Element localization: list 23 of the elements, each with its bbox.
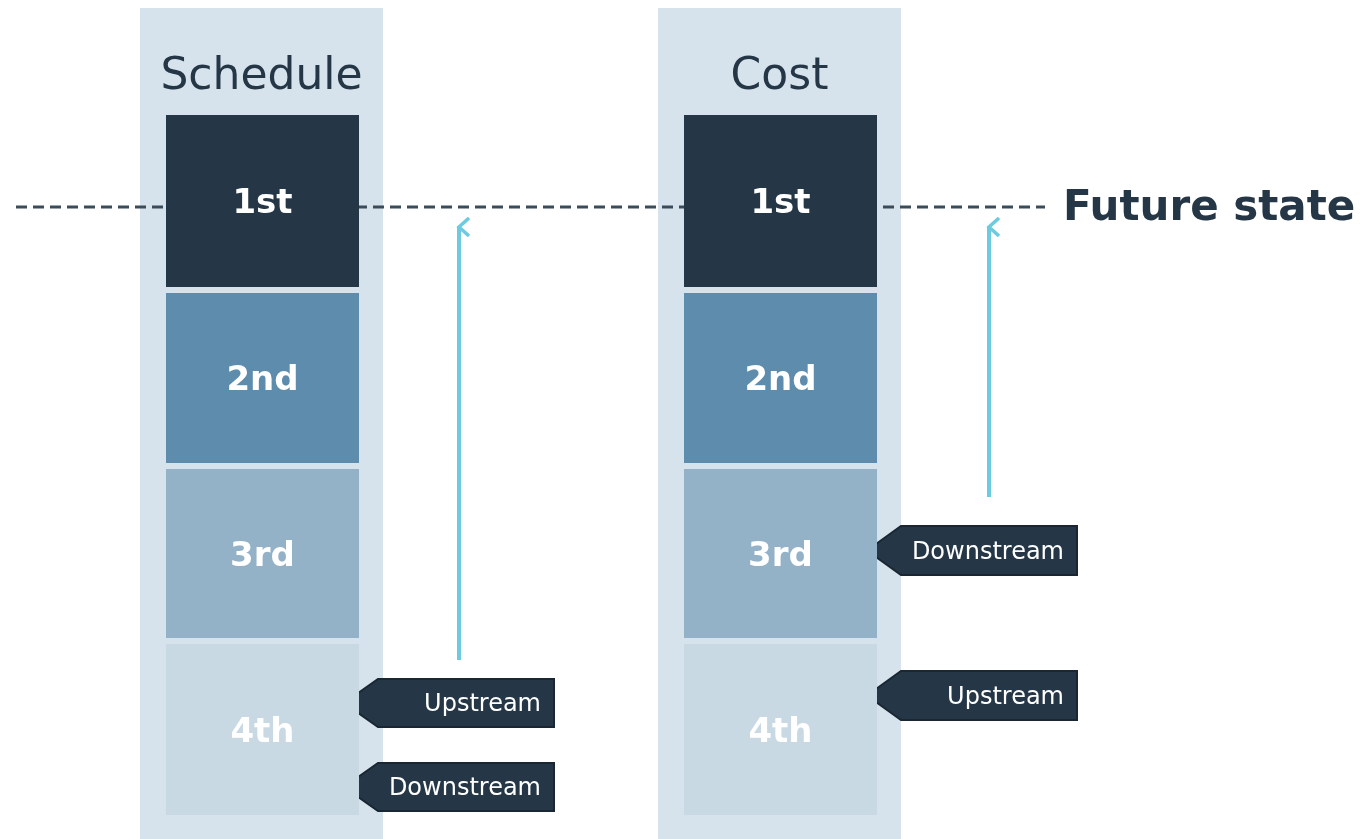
rank-block [166,115,359,287]
rank-label: 1st [750,181,811,221]
column-heading: Schedule [159,48,364,99]
rank-block [684,115,877,287]
rank-label: 3rd [230,533,295,574]
rank-label: 2nd [744,358,817,398]
rank-block [684,469,877,638]
rank-block [684,644,877,815]
tag-text: Downstream [388,773,541,801]
column-heading: Cost [729,48,830,99]
line-label: Future state [1063,181,1356,230]
tag-text: Upstream [947,681,1064,710]
rank-label: 1st [232,181,293,221]
rank-block [684,293,877,463]
rank-label: 3rd [748,533,813,574]
column-panel [140,8,383,839]
rank-block [166,469,359,638]
rank-label: 2nd [226,358,299,398]
column-panel [658,8,901,839]
tag-text: Upstream [424,689,541,717]
rank-block [166,644,359,815]
rank-block [166,293,359,463]
tag-text: Downstream [911,536,1064,565]
